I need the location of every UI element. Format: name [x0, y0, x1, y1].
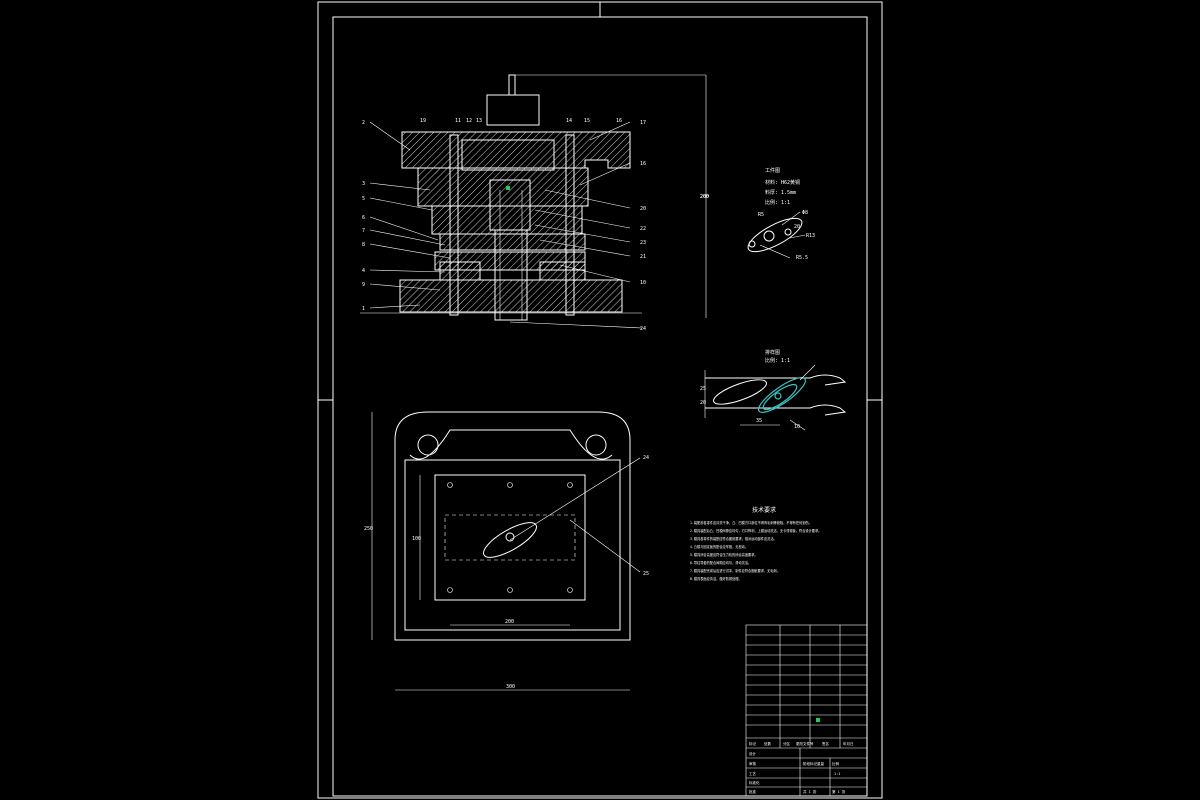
- tb-label-7: 设计: [749, 751, 757, 756]
- note-line-2: 2.模具装配后凸、凹模间隙应均匀，刃口锋利，上模运动灵活，无卡滞现象，符合设计要…: [690, 528, 821, 533]
- callout-top-6: 15: [584, 118, 590, 124]
- strip-view-text: 排样图 比例: 1:1 25 20 35 10: [700, 349, 800, 430]
- tb-label-5: 签名: [822, 741, 829, 746]
- note-line-5: 5.模具闭合高度应符合压力机的闭合高度要求。: [690, 552, 758, 557]
- svg-text:200: 200: [700, 194, 709, 200]
- part-view-text: 工件图 材料: H62黄铜 料厚: 1.5mm 比例: 1:1 R5 Φ8 R1…: [758, 167, 815, 261]
- tb-label-10: 标准化: [749, 780, 760, 785]
- strip-dim-2: 20: [700, 400, 706, 406]
- callout-left-1: 2: [362, 120, 365, 126]
- plan-callout-a: 24: [643, 455, 649, 461]
- callout-top-2: 11: [455, 118, 461, 124]
- technical-notes: 技术要求 1.装配前各零件应清洗干净，凸、凹模刃口部位不得有毛刺等缺陷，不得有任…: [690, 506, 821, 581]
- tb-label-6: 年月日: [843, 741, 854, 746]
- callout-right-2: 16: [640, 161, 646, 167]
- strip-scale: 比例: 1:1: [765, 357, 790, 364]
- tb-right-1: 阶段标记: [803, 761, 817, 766]
- centering-marks: [318, 2, 882, 401]
- note-line-7: 7.模具装配完成后应进行试冲，制件应符合图纸要求，无毛刺。: [690, 568, 780, 573]
- tb-label-1: 标记: [749, 741, 757, 746]
- callout-right-4: 22: [640, 226, 646, 232]
- callout-top-4: 13: [476, 118, 482, 124]
- tb-right-2: 重量: [817, 761, 825, 766]
- callout-top-1: 19: [420, 118, 426, 124]
- tb-label-3: 分区: [783, 741, 791, 746]
- callout-left-6: 8: [362, 242, 365, 248]
- callout-left-7: 4: [362, 268, 365, 274]
- plan-callout-b: 25: [643, 571, 649, 577]
- part-thickness: 料厚: 1.5mm: [765, 189, 796, 196]
- callout-left-8: 9: [362, 282, 365, 288]
- dim-plan-inner-h: 100: [412, 536, 421, 542]
- strip-dim-3: 35: [756, 418, 762, 424]
- callout-top-3: 12: [466, 118, 472, 124]
- tb-label-9: 工艺: [749, 771, 757, 776]
- callout-top-7: 16: [616, 118, 622, 124]
- part-view: [747, 211, 806, 259]
- tb-label-8: 审核: [749, 761, 757, 766]
- title-block-rows: [746, 634, 867, 726]
- strip-dim-4: 10: [794, 424, 800, 430]
- part-dim-4: R5.5: [796, 255, 808, 261]
- callout-left-9: 1: [362, 306, 365, 312]
- tb-label-11: 批准: [749, 789, 757, 794]
- tb-sheet-1: 共 1 张: [803, 789, 817, 794]
- note-line-4: 4.凸模与固定板的配合应牢固，无松动。: [690, 544, 748, 549]
- tb-scale-value: 1:1: [834, 772, 840, 776]
- title-block: [745, 624, 868, 797]
- note-line-8: 8.模具表面应清洁，做好防锈处理。: [690, 576, 742, 581]
- callout-left-3: 5: [362, 196, 365, 202]
- plan-view: [371, 411, 641, 691]
- main-view-callouts: [369, 121, 631, 309]
- tb-right-3: 比例: [832, 761, 840, 766]
- note-line-1: 1.装配前各零件应清洗干净，凸、凹模刃口部位不得有毛刺等缺陷，不得有任何划伤。: [690, 520, 812, 525]
- callout-left-2: 3: [362, 181, 365, 187]
- callout-right-7: 10: [640, 280, 646, 286]
- part-dim-1: R5: [758, 212, 764, 218]
- main-section-view: 200: [360, 74, 709, 329]
- dim-plan-inner-w: 200: [505, 619, 514, 625]
- dim-main-height: 200: [700, 194, 709, 200]
- callout-right-6: 21: [640, 254, 646, 260]
- part-material: 材料: H62黄铜: [765, 179, 800, 186]
- title-block-marker: [816, 718, 820, 722]
- callout-right-5: 23: [640, 240, 646, 246]
- callout-top-5: 14: [566, 118, 572, 124]
- callout-right-8: 24: [640, 326, 646, 332]
- dim-plan-width: 300: [506, 684, 515, 690]
- strip-title: 排样图: [765, 349, 780, 356]
- part-scale: 比例: 1:1: [765, 199, 790, 206]
- dim-plan-height: 250: [364, 526, 373, 532]
- part-title: 工件图: [765, 167, 780, 174]
- part-dim-2: Φ8: [802, 210, 808, 216]
- callout-left-4: 6: [362, 215, 365, 221]
- callout-right-1: 17: [640, 120, 646, 126]
- strip-dim-1: 25: [700, 386, 706, 392]
- outer-border: [317, 1, 883, 799]
- tb-label-2: 处数: [764, 741, 772, 746]
- notes-title: 技术要求: [752, 506, 776, 514]
- note-line-6: 6.导柱导套的配合间隙应均匀，滑动灵活。: [690, 560, 751, 565]
- callout-labels: 2 3 5 6 7 8 4 9 1 19 11 12 13 14 15 16 1…: [362, 118, 709, 690]
- part-dim-3: R13: [806, 233, 815, 239]
- callout-right-3: 20: [640, 206, 646, 212]
- title-block-text: 标记 处数 分区 更改文件号 签名 年月日 设计 审核 工艺 标准化 批准 阶段…: [749, 741, 854, 794]
- strip-view: [704, 364, 847, 431]
- part-dim-5: 20: [794, 224, 800, 230]
- note-line-3: 3.模具各零件的装配应符合图纸要求，相对运动部件应灵活。: [690, 536, 777, 541]
- tb-sheet-2: 第 1 张: [832, 789, 846, 794]
- callout-left-5: 7: [362, 228, 365, 234]
- tb-label-4: 更改文件号: [796, 741, 814, 746]
